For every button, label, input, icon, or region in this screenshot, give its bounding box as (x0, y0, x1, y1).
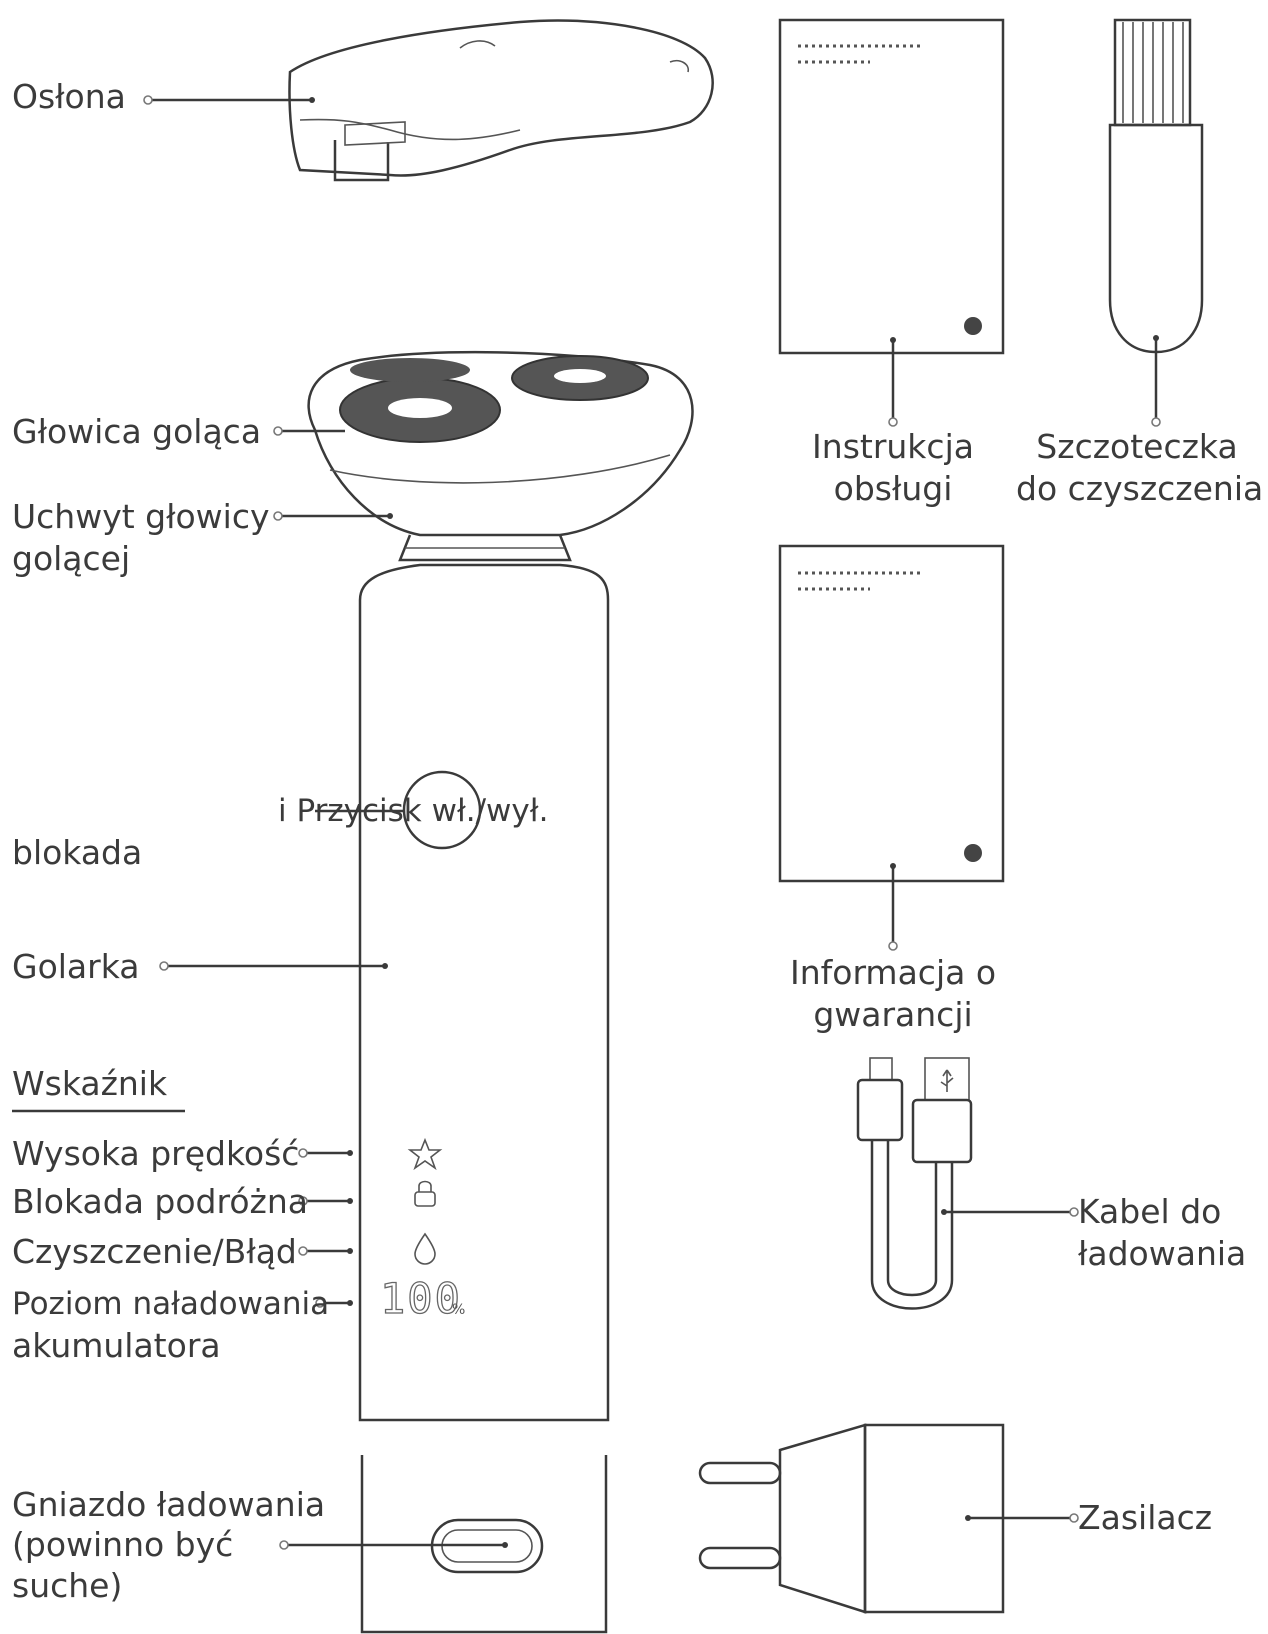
label-charging-port-line2: (powinno być (12, 1525, 234, 1564)
brush-drawing (1108, 18, 1204, 427)
shaver-body-drawing (358, 563, 610, 1634)
label-manual-line1: Instrukcja (812, 427, 974, 466)
label-lock: blokada (12, 833, 143, 872)
label-adapter: Zasilacz (1078, 1498, 1213, 1537)
cover-drawing (288, 19, 714, 182)
label-travel-lock: Blokada podróżna (12, 1182, 308, 1221)
label-shaving-head: Głowica goląca (12, 412, 262, 451)
manual-drawing (778, 18, 1005, 427)
label-head-holder-line1: Uchwyt głowicy (12, 497, 270, 536)
lock-icon (414, 1180, 436, 1207)
label-cleaning-error: Czyszczenie/Błąd (12, 1232, 297, 1271)
label-charging-port-line1: Gniazdo ładowania (12, 1485, 326, 1524)
left-leader-lines (12, 95, 508, 1550)
label-cover: Osłona (12, 77, 126, 116)
label-warranty-line2: gwarancji (813, 995, 973, 1034)
label-brush-line1: Szczoteczka (1036, 427, 1238, 466)
label-cable-line2: ładowania (1078, 1234, 1247, 1273)
droplet-icon (414, 1232, 436, 1265)
cable-drawing (856, 1057, 1079, 1310)
shaving-head-drawing (307, 350, 694, 562)
label-cable-line1: Kabel do (1078, 1192, 1222, 1231)
label-power-button: i Przycisk wł./wył. (278, 793, 549, 829)
label-head-holder-line2: golącej (12, 539, 131, 578)
label-battery-level-line2: akumulatora (12, 1326, 221, 1365)
battery-display-unit: % (452, 1302, 465, 1318)
warranty-drawing (778, 544, 1005, 951)
label-manual-line2: obsługi (833, 469, 953, 508)
label-high-speed: Wysoka prędkość (12, 1134, 300, 1173)
adapter-drawing (698, 1423, 1079, 1614)
usb-icon (940, 1069, 954, 1092)
label-brush-line2: do czyszczenia (1016, 469, 1264, 508)
battery-display-value: 100 (380, 1274, 462, 1323)
label-battery-level-line1: Poziom naładowania (12, 1286, 330, 1322)
label-shaver: Golarka (12, 947, 140, 986)
label-charging-port-line3: suche) (12, 1566, 123, 1605)
star-icon (407, 1137, 443, 1171)
label-indicator: Wskaźnik (12, 1064, 168, 1103)
label-warranty-line1: Informacja o (789, 953, 997, 992)
